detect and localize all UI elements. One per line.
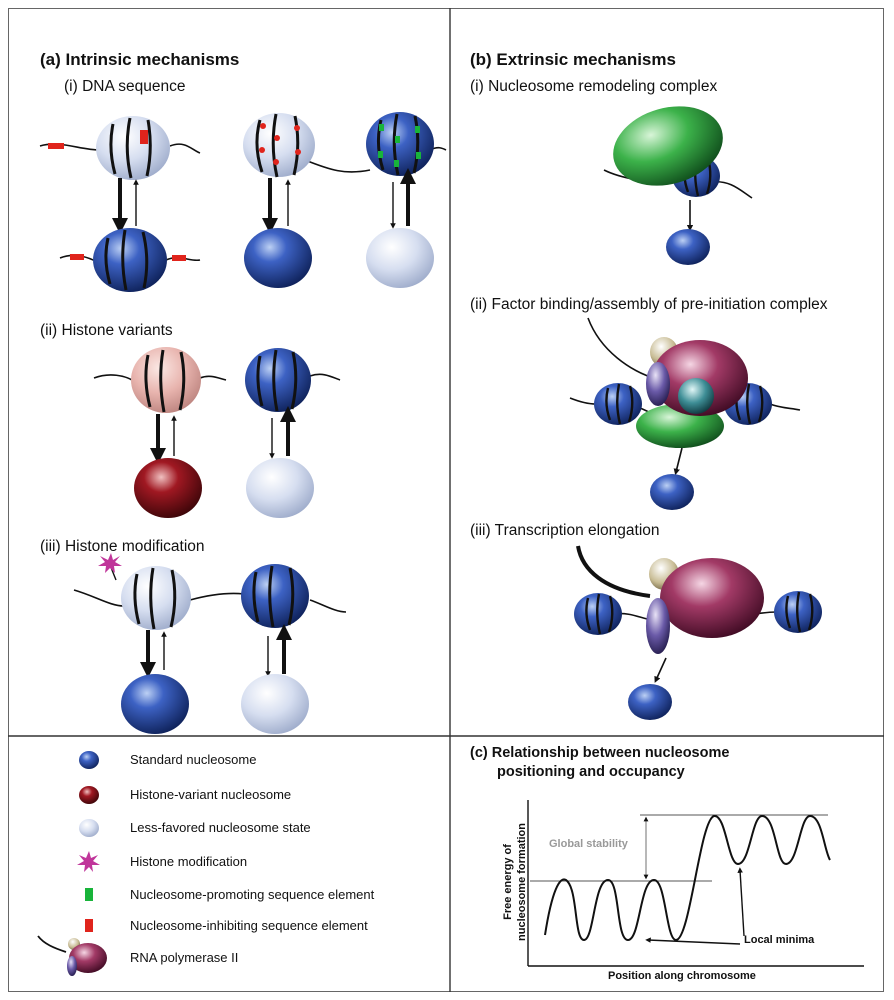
legend-label-modification: Histone modification [130, 854, 248, 869]
legend-label-standard: Standard nucleosome [130, 752, 257, 767]
dna-sequence-group [39, 112, 447, 292]
legend-label-variant: Histone-variant nucleosome [130, 787, 292, 802]
panel-b-sub-iii: (iii) Transcription elongation [470, 522, 660, 539]
y-axis-label-line1: Free energy of [502, 844, 514, 920]
figure-frame [8, 8, 884, 992]
standard-nucleosome-icon [79, 751, 99, 769]
panel-a-sub-i: (i) DNA sequence [64, 78, 186, 95]
global-stability-label: Global stability [549, 838, 628, 850]
legend-label-inhibiting: Nucleosome-inhibiting sequence element [130, 918, 368, 933]
panel-a-sub-iii: (iii) Histone modification [40, 538, 205, 555]
pre-initiation-group [569, 317, 801, 510]
energy-curve [544, 814, 831, 942]
histone-variants-group [93, 347, 341, 518]
elongation-group [574, 545, 822, 720]
legend-label-less-favored: Less-favored nucleosome state [130, 820, 311, 835]
panel-b-sub-ii: (ii) Factor binding/assembly of pre-init… [470, 296, 828, 313]
energy-plot [527, 800, 864, 967]
panel-c-title-line1: (c) Relationship between nucleosome [470, 745, 730, 761]
histone-modification-group [73, 553, 347, 734]
green-square-icon [85, 888, 93, 901]
y-axis-label-line2: nucleosome formation [516, 823, 528, 941]
local-minima-label: Local minima [744, 934, 815, 946]
modification-star-icon [98, 553, 122, 573]
panel-c-title-line2: positioning and occupancy [497, 764, 685, 780]
legend-star-icon [77, 851, 100, 872]
legend-label-polymerase: RNA polymerase II [130, 950, 239, 965]
legend-label-promoting: Nucleosome-promoting sequence element [130, 887, 375, 902]
legend-icons [37, 751, 107, 976]
remodeling-complex-group [603, 106, 753, 265]
local-minima-arrow-right [737, 867, 745, 937]
panel-a-title: (a) Intrinsic mechanisms [40, 50, 240, 69]
local-minima-arrow-left [645, 937, 741, 945]
panel-b-title: (b) Extrinsic mechanisms [470, 50, 676, 69]
red-square-icon [85, 919, 93, 932]
x-axis-label: Position along chromosome [608, 970, 756, 982]
less-favored-nucleosome-icon [79, 819, 99, 837]
variant-nucleosome-icon [79, 786, 99, 804]
panel-b-sub-i: (i) Nucleosome remodeling complex [470, 78, 718, 95]
rna-polymerase-icon [37, 935, 107, 976]
panel-a-sub-ii: (ii) Histone variants [40, 322, 173, 339]
